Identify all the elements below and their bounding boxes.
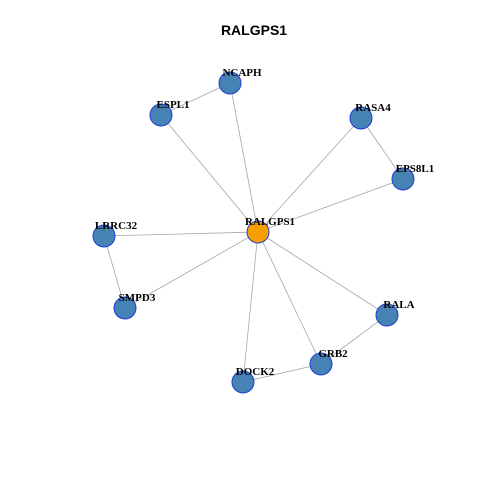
- edges-layer: [103, 82, 404, 383]
- edge-rala-grb2: [320, 314, 388, 365]
- node-label-espl1: ESPL1: [156, 99, 189, 111]
- node-label-grb2: GRB2: [318, 348, 348, 360]
- edge-rasa4-eps8l1: [360, 117, 404, 180]
- edge-ralgps1-smpd3: [124, 231, 259, 309]
- node-label-rasa4: RASA4: [355, 102, 391, 114]
- node-eps8l1: EPS8L1: [391, 163, 435, 191]
- node-smpd3: SMPD3: [113, 292, 156, 320]
- node-ncaph: NCAPH: [218, 67, 262, 95]
- edge-ralgps1-lrrc32: [103, 231, 259, 237]
- node-circle-dock2: [231, 370, 255, 394]
- node-label-smpd3: SMPD3: [119, 292, 156, 304]
- edge-ralgps1-eps8l1: [257, 178, 404, 233]
- edge-ralgps1-grb2: [257, 231, 322, 365]
- node-dock2: DOCK2: [231, 366, 275, 394]
- edge-ralgps1-rala: [257, 231, 388, 316]
- node-circle-ncaph: [218, 71, 242, 95]
- edge-grb2-dock2: [242, 363, 322, 383]
- node-circle-smpd3: [113, 296, 137, 320]
- node-rasa4: RASA4: [349, 102, 391, 130]
- node-circle-rasa4: [349, 106, 373, 130]
- node-label-rala: RALA: [383, 299, 414, 311]
- node-label-dock2: DOCK2: [236, 366, 275, 378]
- edge-ralgps1-dock2: [242, 231, 259, 383]
- node-label-ralgps1: RALGPS1: [245, 216, 295, 228]
- node-ralgps1: RALGPS1: [245, 216, 295, 244]
- edge-ralgps1-rasa4: [257, 117, 362, 233]
- node-circle-eps8l1: [391, 167, 415, 191]
- edge-ralgps1-espl1: [160, 114, 259, 233]
- node-label-ncaph: NCAPH: [222, 67, 262, 79]
- node-circle-ralgps1: [246, 220, 270, 244]
- node-label-eps8l1: EPS8L1: [396, 163, 435, 175]
- node-lrrc32: LRRC32: [92, 220, 138, 248]
- node-grb2: GRB2: [309, 348, 348, 376]
- diagram-title: RALGPS1: [221, 22, 287, 38]
- node-circle-espl1: [149, 103, 173, 127]
- node-circle-grb2: [309, 352, 333, 376]
- edge-ncaph-espl1: [160, 82, 231, 116]
- node-espl1: ESPL1: [149, 99, 190, 127]
- node-circle-rala: [375, 303, 399, 327]
- node-circle-lrrc32: [92, 224, 116, 248]
- edge-ralgps1-ncaph: [229, 82, 259, 233]
- node-rala: RALA: [375, 299, 415, 327]
- node-label-lrrc32: LRRC32: [95, 220, 138, 232]
- edge-lrrc32-smpd3: [103, 235, 126, 309]
- nodes-layer: RALGPS1 NCAPH ESPL1 RASA4EPS8L1LRRC32SMPD3R…: [92, 67, 435, 394]
